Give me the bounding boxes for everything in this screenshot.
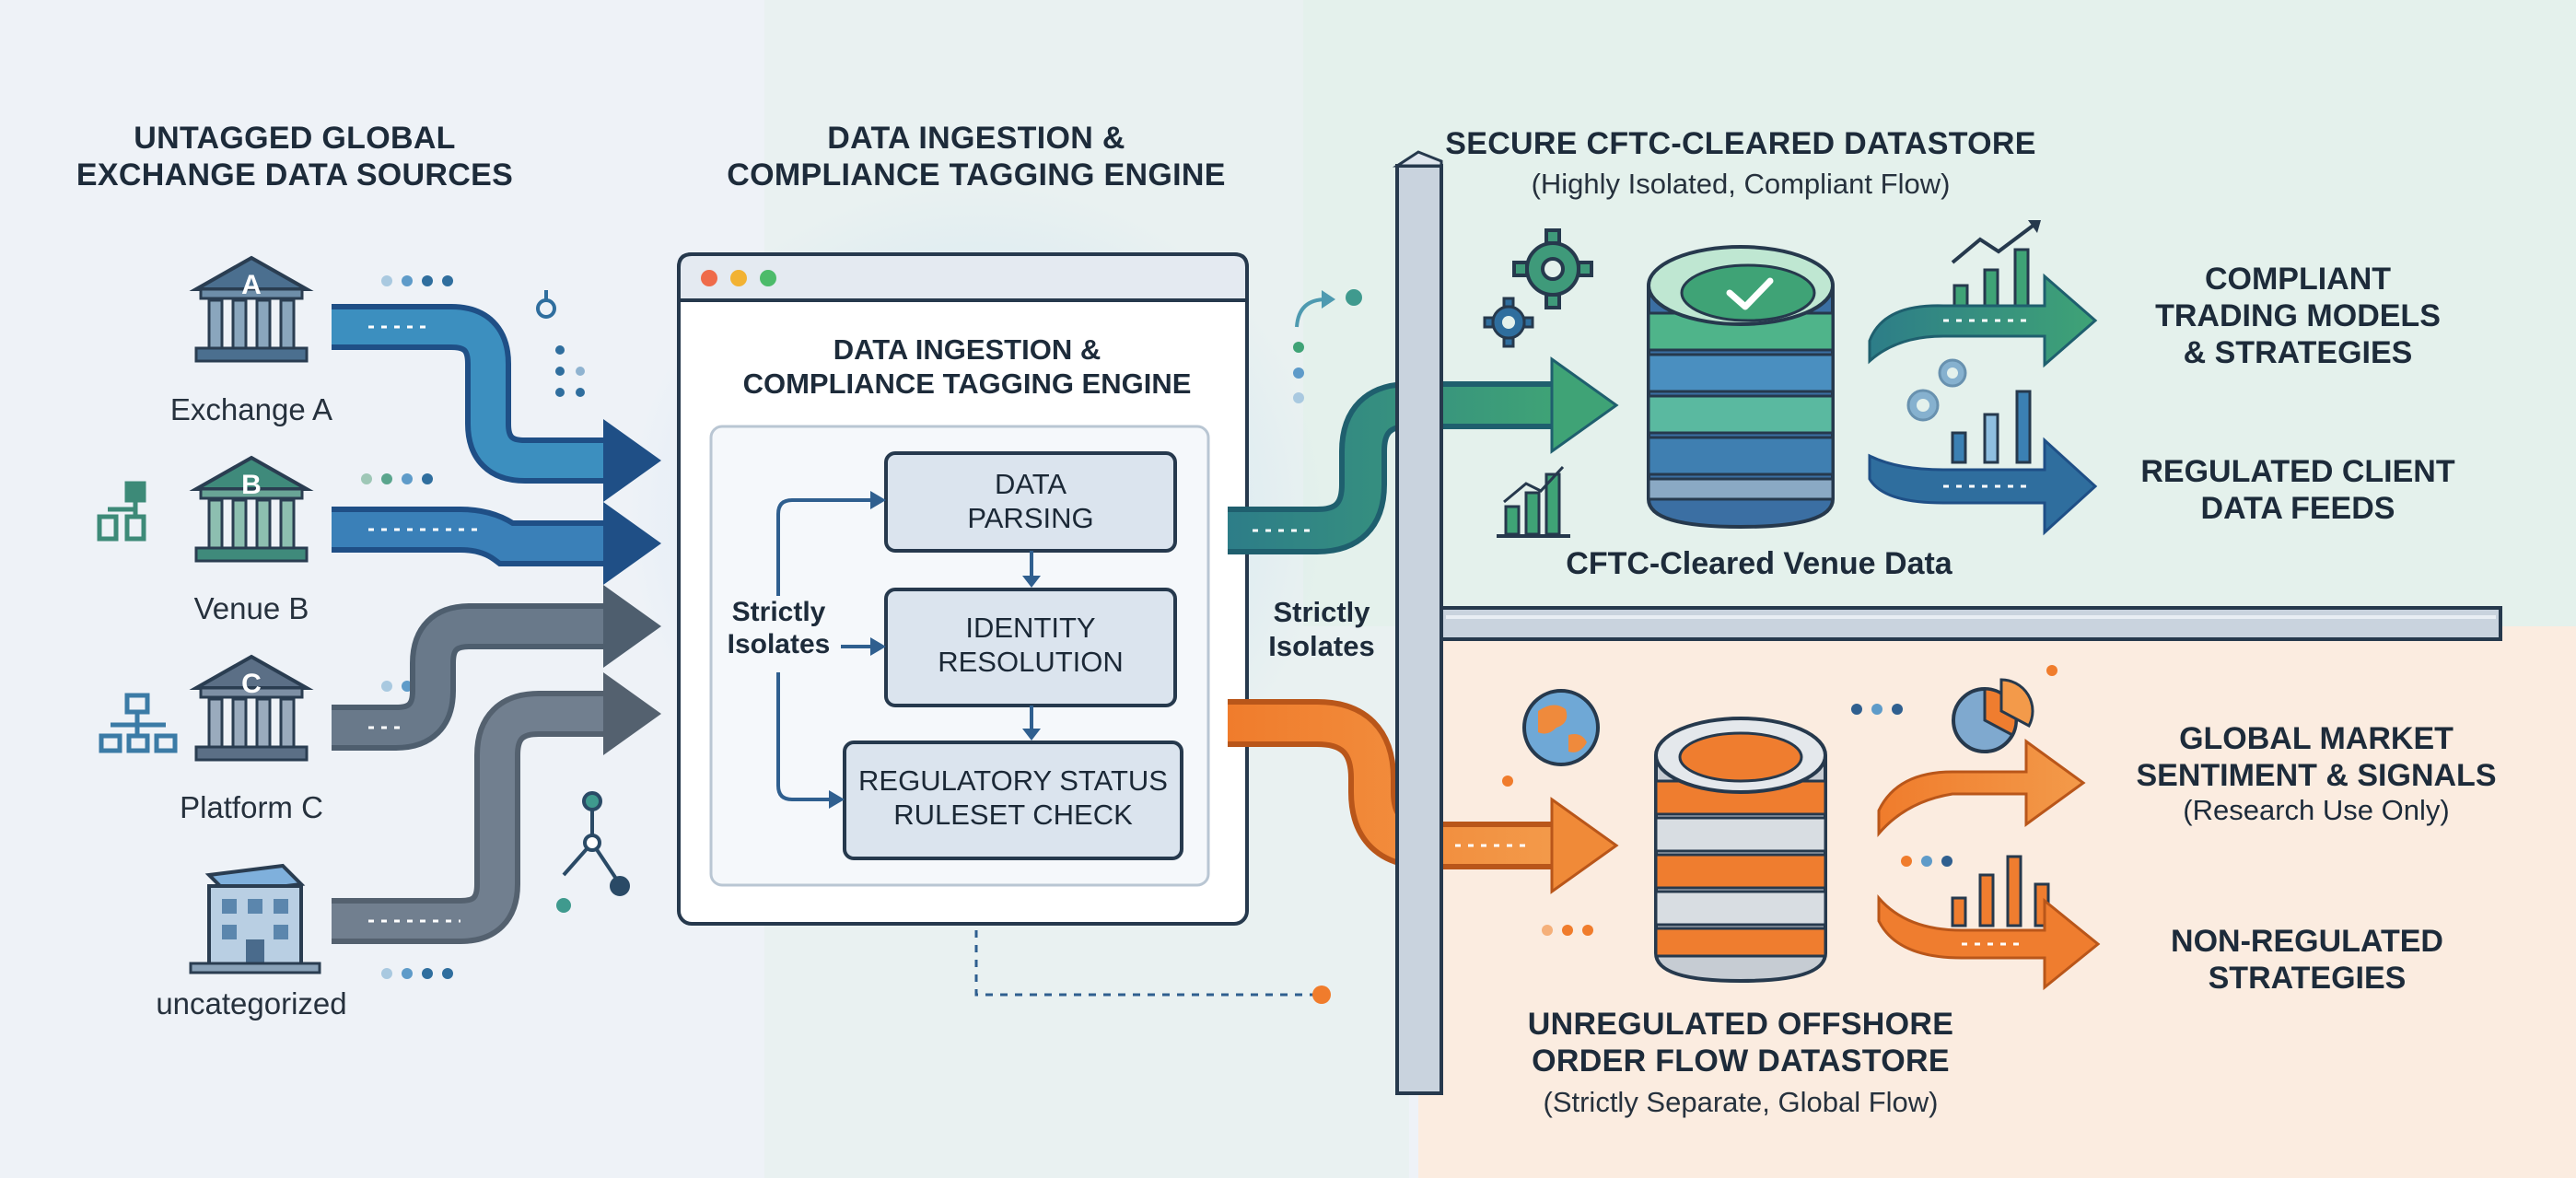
regulated-output-arrow — [1868, 437, 2098, 536]
bank-building-icon — [189, 455, 314, 563]
regulatory-check-line1: REGULATORY STATUS — [858, 764, 1168, 797]
bar-chart-icon — [1951, 390, 2032, 464]
gear-icon — [1906, 389, 1940, 422]
org-chart-icon — [99, 693, 178, 753]
connector-end-dot — [1312, 986, 1331, 1004]
exchange-a-badge: A — [241, 270, 262, 300]
source-flow-arrow-a — [332, 304, 661, 502]
bank-building-icon — [189, 654, 314, 762]
engine-isolates-line2: Isolates — [727, 629, 831, 660]
isolation-barrier — [1392, 150, 2502, 1095]
uncategorized-label: uncategorized — [156, 986, 347, 1021]
cleared-database-icon — [1647, 245, 1835, 530]
bank-building-icon — [189, 255, 314, 363]
engine-window-title-line1: DATA INGESTION & — [833, 333, 1102, 366]
platform-c-badge: C — [241, 669, 262, 699]
offshore-title-line2: ORDER FLOW DATASTORE — [1532, 1044, 1950, 1079]
regulated-output-line1: REGULATED CLIENT — [2140, 454, 2455, 489]
gear-icon — [1483, 297, 1534, 348]
regulated-output-line2: DATA FEEDS — [2200, 491, 2395, 527]
offshore-title-line1: UNREGULATED OFFSHORE — [1527, 1007, 1954, 1042]
engine-window-title-line2: COMPLIANCE TAGGING ENGINE — [742, 367, 1192, 400]
window-close-dot — [701, 270, 717, 286]
global-signals-label: GLOBAL MARKET SENTIMENT & SIGNALS (Resea… — [2109, 720, 2524, 828]
sources-title-line1: UNTAGGED GLOBAL — [134, 121, 456, 156]
compliant-output-line2: TRADING MODELS — [2155, 298, 2441, 334]
checkmark-icon — [1726, 277, 1774, 310]
bar-chart-icon — [1497, 465, 1570, 538]
pie-chart-icon — [1952, 678, 2034, 753]
window-minimize-dot — [730, 270, 747, 286]
compliant-output-line1: COMPLIANT — [2204, 262, 2392, 297]
compliant-output-label: COMPLIANT TRADING MODELS & STRATEGIES — [2109, 261, 2487, 371]
non-regulated-label: NON-REGULATED STRATEGIES — [2109, 923, 2505, 997]
gear-icon — [1938, 358, 1967, 388]
regulatory-check-box — [843, 741, 1183, 860]
barrier-isolates-line2: Isolates — [1268, 629, 1375, 662]
sources-title: UNTAGGED GLOBAL EXCHANGE DATA SOURCES — [55, 120, 534, 193]
identity-resolution-line1: IDENTITY — [965, 612, 1096, 644]
data-parsing-line1: DATA — [994, 468, 1067, 500]
source-flow-arrow-c — [332, 585, 661, 751]
offshore-database-icon — [1654, 717, 1827, 984]
barrier-isolates-label: Strictly Isolates — [1257, 596, 1386, 663]
venue-b-label: Venue B — [193, 591, 309, 625]
engine-title-line2: COMPLIANCE TAGGING ENGINE — [727, 157, 1226, 193]
venue-b-badge: B — [241, 470, 262, 500]
cleared-title: SECURE CFTC-CLEARED DATASTORE — [1445, 126, 2036, 161]
source-flow-arrow-b — [332, 502, 661, 585]
compliant-output-line3: & STRATEGIES — [2183, 335, 2413, 371]
data-parsing-label: DATA PARSING — [886, 468, 1175, 535]
platform-c-label: Platform C — [180, 790, 323, 824]
globe-icon — [1522, 689, 1600, 766]
decorative-dot — [1502, 776, 1513, 787]
global-signals-line3: (Research Use Only) — [2183, 794, 2450, 827]
engine-title-line1: DATA INGESTION & — [827, 121, 1125, 156]
cleared-subtitle: (Highly Isolated, Compliant Flow) — [1531, 168, 1951, 200]
office-building-icon — [189, 863, 321, 974]
decorative-dots-engine — [1293, 289, 1362, 403]
engine-step-boxes — [776, 451, 1183, 860]
compliant-output-arrow — [1868, 273, 2098, 368]
global-signals-output-arrow — [1877, 739, 2086, 838]
source-flow-arrow-uncategorized — [332, 672, 661, 944]
bar-chart-icon — [1951, 220, 2041, 310]
engine-isolates-label: Strictly Isolates — [717, 596, 841, 661]
dashed-connector — [974, 930, 1322, 997]
engine-window-title: DATA INGESTION & COMPLIANCE TAGGING ENGI… — [700, 333, 1234, 401]
green-flow-arrow — [1228, 356, 1619, 554]
regulated-output-label: REGULATED CLIENT DATA FEEDS — [2109, 453, 2487, 527]
regulatory-check-line2: RULESET CHECK — [893, 798, 1133, 831]
engine-isolates-line1: Strictly — [731, 597, 826, 627]
identity-resolution-label: IDENTITY RESOLUTION — [886, 612, 1175, 679]
decorative-dots-offshore — [1542, 665, 2057, 936]
barrier-isolates-line1: Strictly — [1273, 596, 1370, 628]
non-regulated-line2: STRATEGIES — [2208, 961, 2407, 997]
non-regulated-output-arrow — [1877, 893, 2101, 991]
non-regulated-line1: NON-REGULATED — [2171, 924, 2443, 959]
exchange-a-label: Exchange A — [169, 392, 333, 426]
window-maximize-dot — [760, 270, 776, 286]
offshore-title: UNREGULATED OFFSHORE ORDER FLOW DATASTOR… — [1474, 1006, 2008, 1079]
global-signals-line2: SENTIMENT & SIGNALS — [2136, 758, 2497, 794]
org-chart-icon — [97, 481, 146, 542]
offshore-subtitle: (Strictly Separate, Global Flow) — [1543, 1086, 1939, 1118]
engine-title: DATA INGESTION & COMPLIANCE TAGGING ENGI… — [700, 120, 1253, 193]
cleared-venue-label: CFTC-Cleared Venue Data — [1566, 546, 1952, 581]
regulatory-check-label: REGULATORY STATUS RULESET CHECK — [845, 764, 1182, 832]
gear-icon — [1512, 228, 1593, 309]
data-parsing-line2: PARSING — [967, 501, 1094, 534]
global-signals-line1: GLOBAL MARKET — [2179, 721, 2454, 756]
network-node-icon — [556, 791, 630, 913]
identity-resolution-line2: RESOLUTION — [938, 645, 1124, 678]
sources-title-line2: EXCHANGE DATA SOURCES — [76, 157, 514, 193]
bar-chart-icon — [1951, 855, 2050, 927]
